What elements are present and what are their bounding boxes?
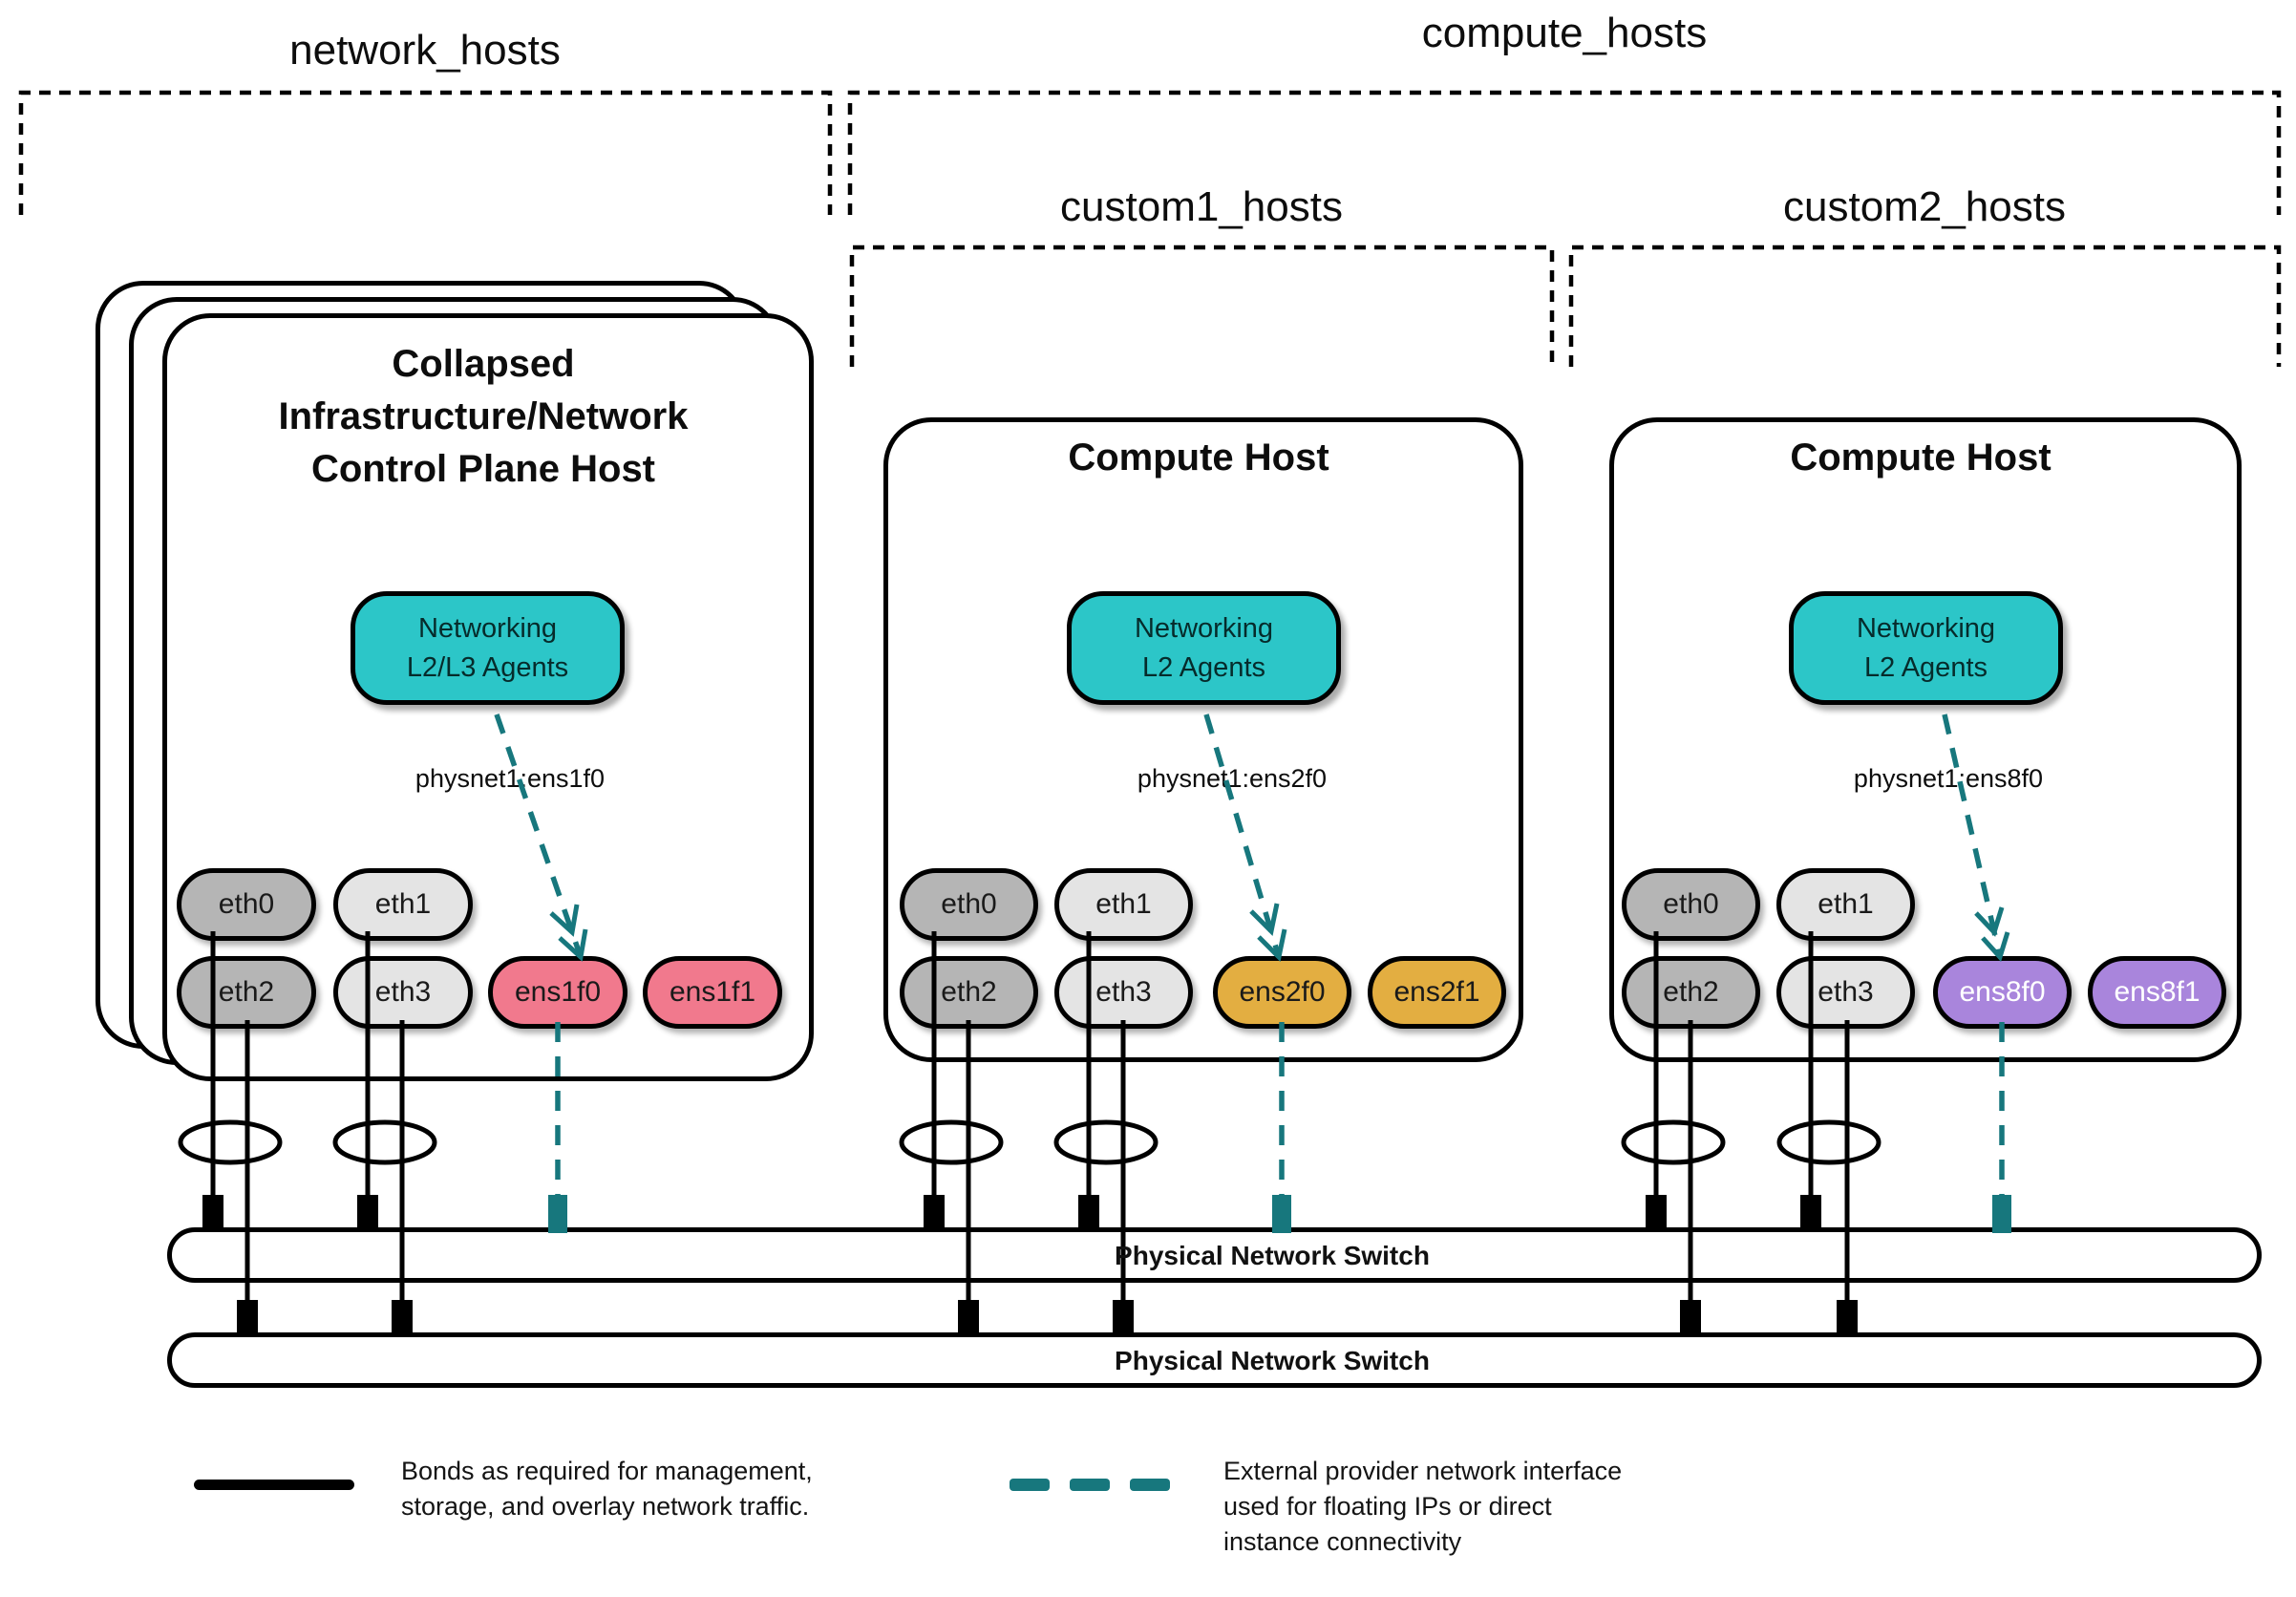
nic-pill-eth1: eth1: [1054, 868, 1193, 941]
host-box-compute-2: [1609, 417, 2242, 1062]
nic-pill-eth1: eth1: [1776, 868, 1915, 941]
uplink-square: [1800, 1195, 1821, 1231]
bond-ellipse: [178, 1119, 283, 1165]
group-label-custom2-hosts: custom2_hosts: [1783, 183, 2066, 230]
bracket-custom1-hosts: [849, 245, 1555, 367]
bond-ellipse: [332, 1119, 437, 1165]
nic-pill-eth3: eth3: [1776, 956, 1915, 1029]
legend-provider-text: External provider network interface used…: [1223, 1457, 1623, 1556]
nic-pill-eth1: eth1: [333, 868, 473, 941]
host-box-compute-1: [883, 417, 1523, 1062]
uplink-square: [924, 1195, 945, 1231]
host-title-compute-2: Compute Host: [1790, 437, 2052, 479]
group-label-network-hosts: network_hosts: [289, 27, 561, 74]
legend-provider-dash-swatch: [1010, 1479, 1050, 1491]
physical-network-switch-1: Physical Network Switch: [167, 1227, 2262, 1283]
uplink-square: [1646, 1195, 1667, 1231]
uplink-square: [237, 1300, 258, 1336]
bracket-custom2-hosts: [1568, 245, 2282, 367]
bracket-network-hosts: [18, 90, 833, 215]
nic-pill-eth0: eth0: [900, 868, 1038, 941]
bond-ellipse: [1621, 1119, 1726, 1165]
switch-2-label: Physical Network Switch: [1115, 1346, 1430, 1375]
uplink-square: [392, 1300, 413, 1336]
nic-pill-eth2: eth2: [1622, 956, 1760, 1029]
nic-pill-eth2: eth2: [900, 956, 1038, 1029]
uplink-square: [1113, 1300, 1134, 1336]
nic-pill-ens2f0: ens2f0: [1213, 956, 1351, 1029]
agent-box-l2-l3: Networking L2/L3 Agents: [351, 591, 625, 705]
legend-provider-dash-swatch: [1130, 1479, 1170, 1491]
uplink-square: [1680, 1300, 1701, 1336]
uplink-square: [357, 1195, 378, 1231]
physnet-label-ens8f0: physnet1:ens8f0: [1853, 764, 2044, 793]
legend-provider-dash-swatch: [1070, 1479, 1110, 1491]
bond-ellipse: [899, 1119, 1004, 1165]
uplink-square: [1837, 1300, 1858, 1336]
group-label-custom1-hosts: custom1_hosts: [1060, 183, 1343, 230]
legend-bond-text: Bonds as required for management, storag…: [401, 1457, 813, 1521]
group-label-compute-hosts: compute_hosts: [1421, 10, 1708, 56]
physical-network-switch-2: Physical Network Switch: [167, 1332, 2262, 1388]
agent-box-l2-compute-2: Networking L2 Agents: [1789, 591, 2063, 705]
nic-pill-ens2f1: ens2f1: [1368, 956, 1506, 1029]
nic-pill-eth3: eth3: [1054, 956, 1193, 1029]
uplink-square: [958, 1300, 979, 1336]
bond-ellipse: [1053, 1119, 1159, 1165]
nic-pill-ens8f1: ens8f1: [2088, 956, 2226, 1029]
agent-box-l2-compute-1: Networking L2 Agents: [1067, 591, 1341, 705]
physnet-label-ens1f0: physnet1:ens1f0: [415, 764, 606, 793]
physnet-label-ens2f0: physnet1:ens2f0: [1137, 764, 1328, 793]
nic-pill-eth2: eth2: [177, 956, 316, 1029]
nic-pill-ens8f0: ens8f0: [1933, 956, 2072, 1029]
nic-pill-eth3: eth3: [333, 956, 473, 1029]
uplink-square: [202, 1195, 223, 1231]
legend-bond-line-swatch: [194, 1480, 354, 1490]
host-title-compute-1: Compute Host: [1068, 437, 1329, 479]
nic-pill-ens1f1: ens1f1: [643, 956, 782, 1029]
nic-pill-ens1f0: ens1f0: [488, 956, 627, 1029]
host-title-control-plane: Collapsed Infrastructure/Network Control…: [278, 343, 689, 490]
switch-1-label: Physical Network Switch: [1115, 1241, 1430, 1270]
uplink-square: [1078, 1195, 1099, 1231]
bond-ellipse: [1776, 1119, 1881, 1165]
nic-pill-eth0: eth0: [1622, 868, 1760, 941]
nic-pill-eth0: eth0: [177, 868, 316, 941]
